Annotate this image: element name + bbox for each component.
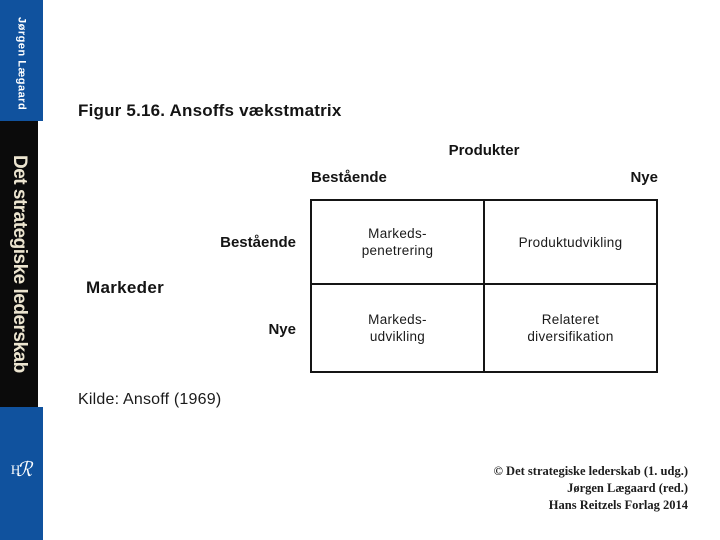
ansoff-matrix: Markeds- penetrering Produktudvikling Ma… — [310, 199, 658, 373]
figure-title: Figur 5.16. Ansoffs vækstmatrix — [78, 101, 342, 120]
matrix-cell-markedspenetrering: Markeds- penetrering — [312, 201, 485, 285]
author-vertical-label: Jørgen Lægaard — [15, 16, 28, 111]
col-label-nye: Nye — [630, 169, 658, 186]
cell-line: penetrering — [361, 243, 434, 258]
matrix-cell-relateret-diversifikation: Relateret diversifikation — [485, 285, 656, 371]
axis-label-markeder: Markeder — [86, 278, 164, 297]
copyright-line: © Det strategiske lederskab (1. udg.) — [493, 464, 688, 478]
cell-line: Relateret — [541, 312, 600, 327]
logo-letter-h: H — [10, 462, 21, 477]
row-label-bestaende: Bestående — [220, 234, 296, 251]
matrix-cell-produktudvikling: Produktudvikling — [485, 201, 656, 285]
copyright-line: Jørgen Lægaard (red.) — [567, 481, 688, 495]
book-title-vertical-label: Det strategiske lederskab — [9, 155, 30, 373]
cell-line: Produktudvikling — [518, 234, 623, 250]
matrix-cell-markedsudvikling: Markeds- udvikling — [312, 285, 485, 371]
axis-label-produkter: Produkter — [448, 142, 520, 159]
source-note: Kilde: Ansoff (1969) — [78, 391, 222, 408]
copyright-block: © Det strategiske lederskab (1. udg.) Jø… — [494, 463, 688, 514]
copyright-line: Hans Reitzels Forlag 2014 — [548, 498, 688, 512]
cell-line: Markeds- — [368, 312, 427, 327]
sidebar-author-band: Jørgen Lægaard — [0, 0, 43, 121]
cell-line: Markeds- — [368, 226, 427, 241]
logo-letter-r: ℛ — [16, 459, 33, 481]
col-label-bestaende: Bestående — [311, 169, 387, 186]
row-label-nye: Nye — [268, 321, 296, 338]
sidebar-book-title-band: Det strategiske lederskab — [0, 121, 38, 407]
cell-line: udvikling — [369, 329, 426, 344]
publisher-logo-icon: H ℛ — [0, 455, 43, 481]
sidebar-publisher-band: H ℛ — [0, 407, 43, 540]
cell-line: diversifikation — [527, 329, 614, 344]
